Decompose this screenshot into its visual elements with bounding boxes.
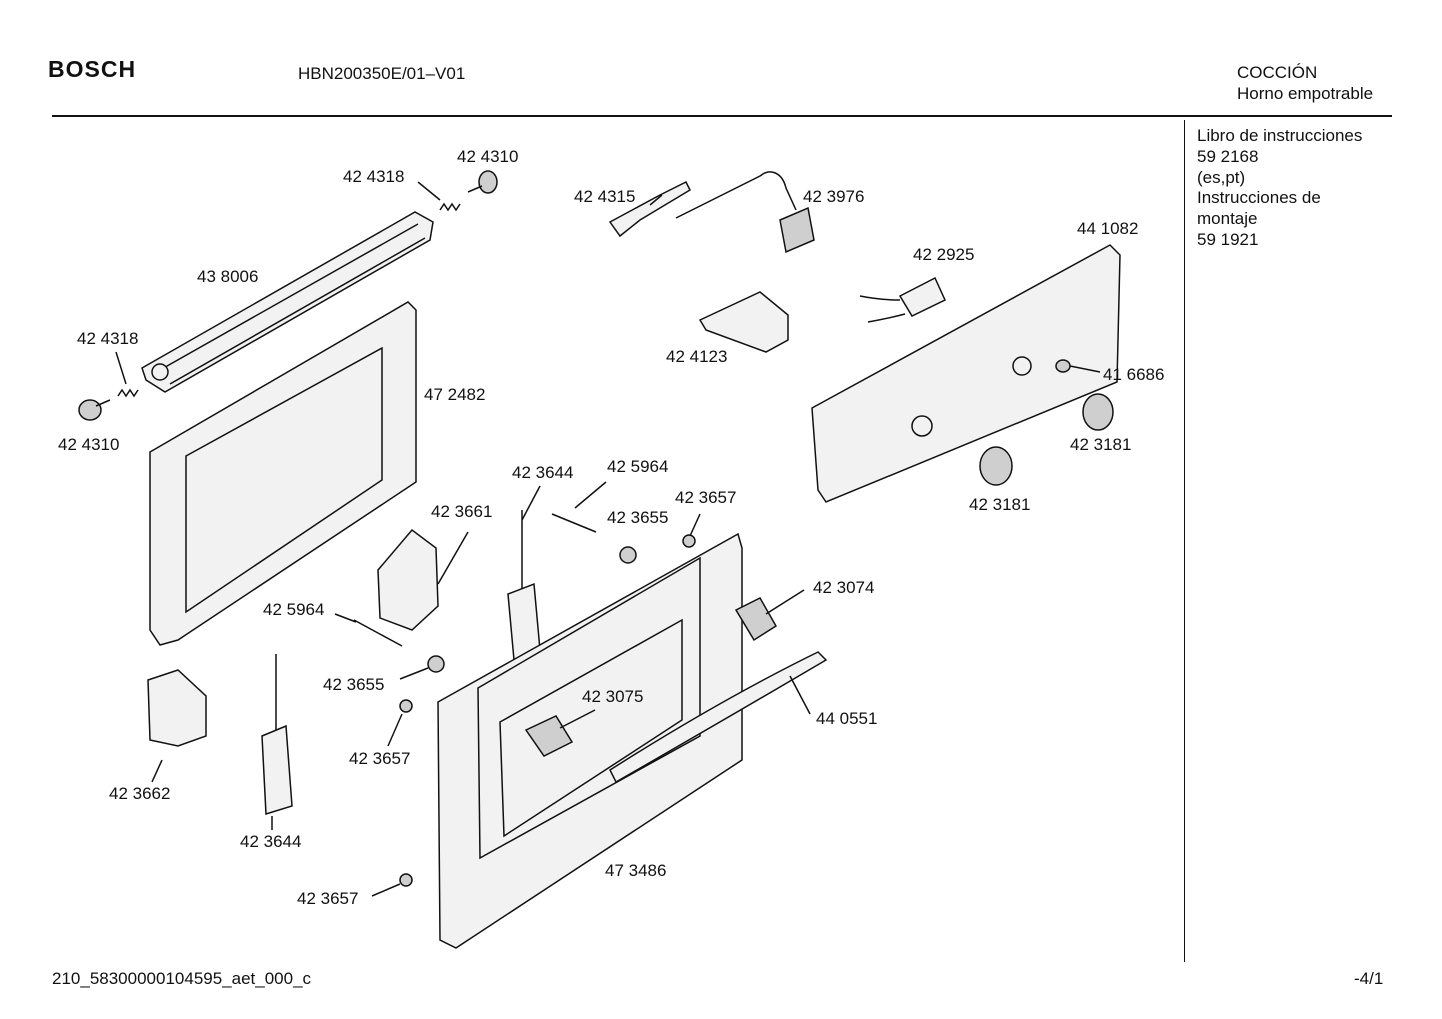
part-label: 42 3657 <box>297 889 358 908</box>
page-number: -4/1 <box>1354 969 1384 988</box>
knob-drawing <box>78 399 102 421</box>
category-subtitle: Horno empotrable <box>1237 84 1374 103</box>
part-label: 42 3661 <box>431 502 492 521</box>
part-label: 41 6686 <box>1103 365 1164 384</box>
part-label: 42 4318 <box>343 167 404 186</box>
hinge-bracket-drawing <box>147 669 207 747</box>
cap-drawing <box>682 534 696 548</box>
leader-lines <box>115 181 1101 897</box>
model-number: HBN200350E/01–V01 <box>298 64 466 83</box>
part-label: 42 3662 <box>109 784 170 803</box>
terminal-block-drawing <box>698 291 789 353</box>
switch-drawing <box>898 276 946 317</box>
part-label: 44 1082 <box>1077 219 1138 238</box>
sidebar-divider <box>1184 120 1185 962</box>
doc-line: 59 2168 <box>1197 146 1259 166</box>
part-label: 42 2925 <box>913 245 974 264</box>
trim-end-cap-drawing <box>151 363 169 381</box>
part-label: 47 3486 <box>605 861 666 880</box>
part-label: 42 4310 <box>457 147 518 166</box>
part-label: 42 3075 <box>582 687 643 706</box>
thermostat-drawing <box>779 206 815 254</box>
part-label: 42 3655 <box>323 675 384 694</box>
part-label: 42 3644 <box>512 463 573 482</box>
doc-line: Instrucciones de <box>1197 188 1321 208</box>
part-label: 42 3657 <box>349 749 410 768</box>
part-label: 42 3655 <box>607 508 668 527</box>
part-label: 42 3181 <box>1070 435 1131 454</box>
doc-line: Libro de instrucciones <box>1197 126 1363 145</box>
part-label: 42 5964 <box>607 457 668 476</box>
control-knob-drawing <box>1082 393 1114 431</box>
part-label: 42 5964 <box>263 600 324 619</box>
thermostat-capillary-drawing <box>675 171 797 219</box>
part-label: 44 0551 <box>816 709 877 728</box>
part-label: 47 2482 <box>424 385 485 404</box>
documentation-list: Libro de instrucciones 59 2168 (es,pt) I… <box>1197 126 1362 251</box>
cap-drawing <box>399 873 413 887</box>
control-hole-drawing <box>911 415 933 437</box>
part-label: 42 4318 <box>77 329 138 348</box>
part-label: 42 3074 <box>813 578 874 597</box>
part-label: 42 3976 <box>803 187 864 206</box>
hinge-drawing <box>261 724 293 815</box>
part-label: 42 4315 <box>574 187 635 206</box>
doc-line: 59 1921 <box>1197 229 1259 249</box>
part-label: 42 3657 <box>675 488 736 507</box>
category-title: COCCIÓN <box>1237 63 1318 82</box>
part-label: 43 8006 <box>197 267 258 286</box>
doc-line: montaje <box>1197 209 1258 229</box>
part-drawings <box>78 170 1121 949</box>
nut-drawing <box>619 546 637 564</box>
indicator-lamp-drawing <box>1055 359 1071 373</box>
door-handle-drawing <box>609 651 828 784</box>
hinge-bracket-drawing <box>377 528 439 631</box>
inner-glass-window <box>185 346 383 614</box>
nut-drawing <box>427 655 445 673</box>
header-divider <box>52 115 1392 117</box>
handle-support-drawing <box>524 715 574 757</box>
part-labels: 42 4310 42 4318 43 8006 42 4318 42 4310 … <box>58 147 1164 908</box>
outer-door-inner-glass <box>499 618 683 838</box>
doc-line: (es,pt) <box>1197 167 1246 187</box>
knob-drawing <box>478 170 498 194</box>
part-label: 42 4123 <box>666 347 727 366</box>
control-hole-drawing <box>1012 356 1032 376</box>
brand-logo: BOSCH <box>48 56 137 82</box>
bracket-drawing <box>608 180 691 238</box>
control-panel-drawing <box>811 244 1121 503</box>
spring-drawing <box>117 388 139 398</box>
control-knob-drawing <box>979 446 1013 486</box>
part-label: 42 3644 <box>240 832 301 851</box>
handle-support-drawing <box>734 597 778 642</box>
cap-drawing <box>399 699 413 713</box>
part-label: 42 4310 <box>58 435 119 454</box>
part-label: 42 3181 <box>969 495 1030 514</box>
document-code: 210_58300000104595_aet_000_c <box>52 969 312 988</box>
spring-drawing <box>439 202 461 212</box>
